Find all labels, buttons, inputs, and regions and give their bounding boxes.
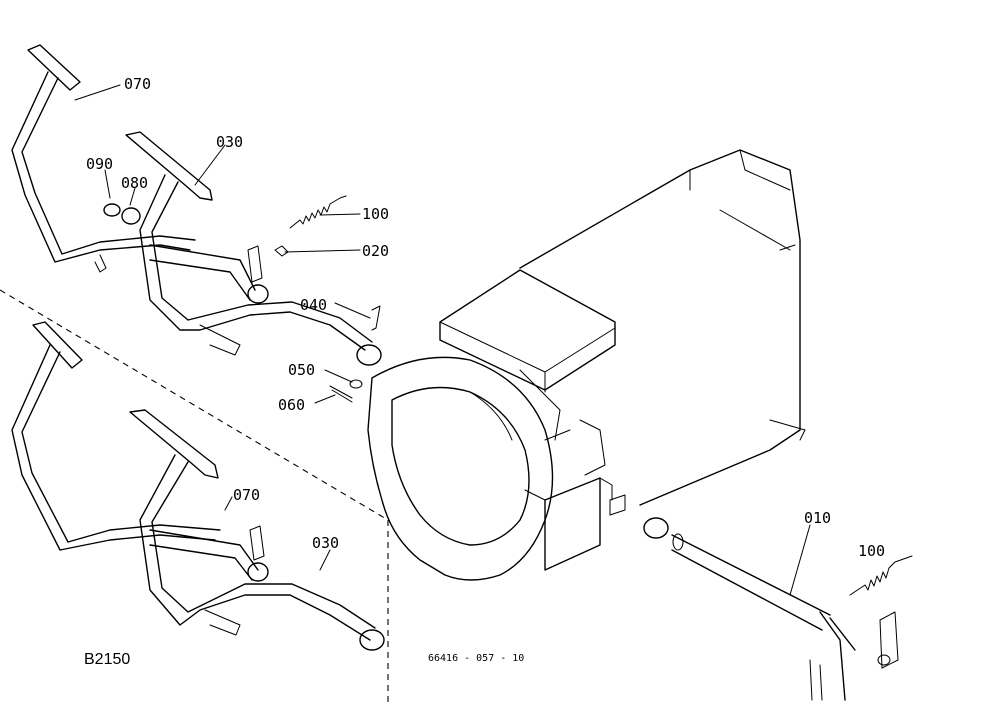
label-030-upper: 030 bbox=[216, 133, 243, 151]
model-name: B2150 bbox=[84, 651, 130, 668]
label-040: 040 bbox=[300, 296, 327, 314]
callout-labels: 070 030 090 080 100 020 040 050 060 070 … bbox=[86, 75, 885, 560]
label-090: 090 bbox=[86, 155, 113, 173]
label-060: 060 bbox=[278, 396, 305, 414]
pin-040 bbox=[371, 305, 381, 331]
label-100-upper: 100 bbox=[362, 205, 389, 223]
shaft-010 bbox=[643, 517, 899, 701]
pedal-070-lower bbox=[11, 321, 221, 551]
label-020: 020 bbox=[362, 242, 389, 260]
pedal-070-upper bbox=[11, 44, 196, 273]
transmission-housing bbox=[367, 149, 806, 581]
washer-090 bbox=[103, 203, 121, 217]
separator-line bbox=[0, 289, 389, 706]
label-050: 050 bbox=[288, 361, 315, 379]
label-030-lower: 030 bbox=[312, 534, 339, 552]
label-100-lower: 100 bbox=[858, 542, 885, 560]
label-010: 010 bbox=[804, 509, 831, 527]
label-080: 080 bbox=[121, 174, 148, 192]
split-pin-060 bbox=[329, 385, 353, 403]
pedal-030-upper bbox=[125, 131, 382, 366]
washer-080 bbox=[121, 207, 141, 225]
cross-shaft-upper bbox=[149, 244, 269, 304]
pedal-030-lower bbox=[129, 409, 385, 651]
label-070-upper: 070 bbox=[124, 75, 151, 93]
washer-050 bbox=[349, 379, 363, 389]
leader-lines bbox=[74, 84, 811, 596]
label-070-lower: 070 bbox=[233, 486, 260, 504]
drawing-code: 66416 - 057 - 10 bbox=[428, 653, 524, 664]
cross-shaft-lower bbox=[149, 525, 269, 582]
spring-100-upper bbox=[289, 195, 347, 229]
bolt-020 bbox=[274, 245, 289, 257]
spring-100-lower bbox=[849, 555, 913, 596]
